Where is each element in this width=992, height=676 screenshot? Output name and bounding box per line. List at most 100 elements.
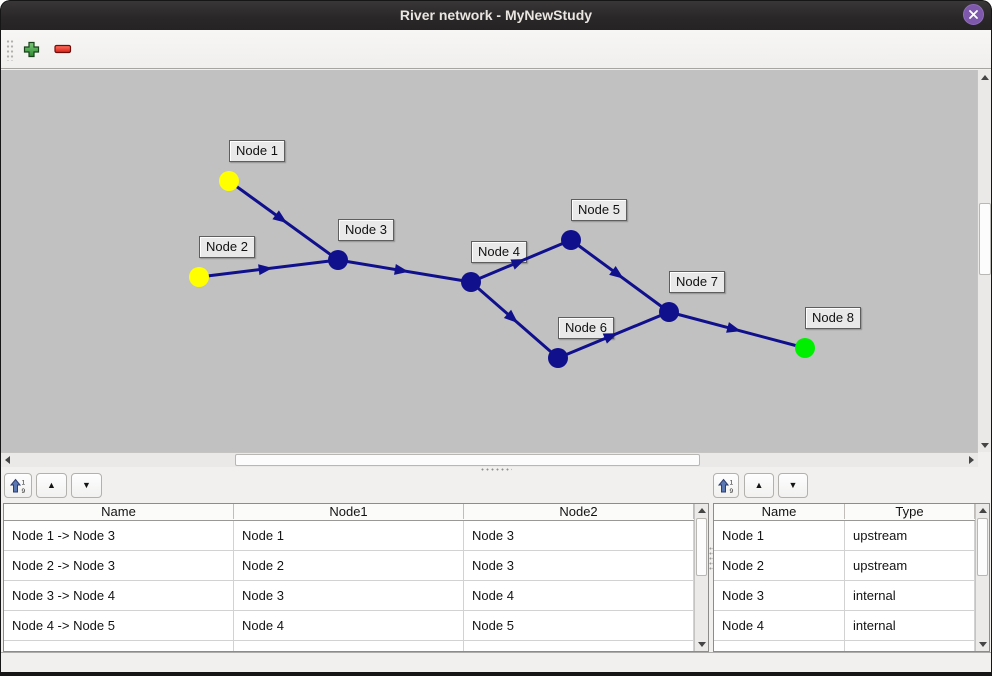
- scrollbar-corner: [978, 452, 992, 467]
- node-node-8[interactable]: [795, 338, 815, 358]
- canvas-table-splitter[interactable]: [0, 467, 992, 472]
- svg-text:9: 9: [22, 488, 26, 495]
- table-toolbar-row: 1 9 ▲ ▼ 1 9 ▲ ▼: [0, 472, 992, 502]
- node-node-1[interactable]: [219, 171, 239, 191]
- scroll-down-button[interactable]: [695, 638, 708, 651]
- vertical-scroll-thumb[interactable]: [979, 203, 991, 275]
- table-cell: Node 4: [234, 611, 464, 641]
- table-cell: [464, 641, 694, 651]
- column-header[interactable]: Node1: [234, 504, 464, 519]
- canvas-horizontal-scrollbar[interactable]: [0, 452, 978, 467]
- move-up-edges-button[interactable]: ▲: [36, 473, 67, 498]
- scroll-up-button[interactable]: [976, 504, 989, 517]
- horizontal-scroll-thumb[interactable]: [235, 454, 700, 466]
- node-label[interactable]: Node 2: [199, 236, 255, 258]
- sort-edges-button[interactable]: 1 9: [4, 473, 32, 498]
- splitter-grip-icon: [480, 468, 512, 471]
- node-label[interactable]: Node 4: [471, 241, 527, 263]
- node-node-6[interactable]: [548, 348, 568, 368]
- column-header[interactable]: Node2: [464, 504, 694, 519]
- scroll-right-button[interactable]: [964, 453, 978, 467]
- table-cell: Node 4: [714, 611, 845, 641]
- bottom-bar: [0, 652, 992, 676]
- window-title: River network - MyNewStudy: [399, 7, 593, 23]
- node-label[interactable]: Node 1: [229, 140, 285, 162]
- close-button[interactable]: [963, 4, 984, 25]
- table-cell: internal: [845, 611, 975, 641]
- triangle-down-icon: ▼: [788, 480, 798, 490]
- table-cell: Node 5: [464, 611, 694, 641]
- table-cell: [845, 641, 975, 651]
- close-icon: [969, 10, 978, 19]
- sort-ascending-icon: 1 9: [717, 478, 734, 495]
- network-canvas[interactable]: Node 1 Node 2 Node 3 Node 4 Node 5 Node 6 Node…: [0, 70, 977, 452]
- toolbar-drag-handle[interactable]: [6, 39, 14, 61]
- edges-table-scrollbar[interactable]: [694, 504, 708, 651]
- node-label[interactable]: Node 7: [669, 271, 725, 293]
- add-node-button[interactable]: [17, 35, 45, 63]
- table-cell: Node 3: [464, 551, 694, 581]
- edge-arrow-icon: [394, 263, 409, 275]
- triangle-down-icon: [980, 442, 989, 448]
- node-node-7[interactable]: [659, 302, 679, 322]
- node-label[interactable]: Node 6: [558, 317, 614, 339]
- table-cell: Node 3: [714, 581, 845, 611]
- scroll-up-button[interactable]: [978, 70, 991, 84]
- node-label[interactable]: Node 8: [805, 307, 861, 329]
- table-cell: upstream: [845, 521, 975, 551]
- node-node-3[interactable]: [328, 250, 348, 270]
- network-svg[interactable]: [0, 70, 977, 452]
- column-header[interactable]: Name: [4, 504, 234, 519]
- move-down-nodes-button[interactable]: ▼: [778, 473, 808, 498]
- table-cell: Node 4 -> Node 5: [4, 611, 234, 641]
- edge-arrow-icon: [609, 265, 624, 279]
- move-down-edges-button[interactable]: ▼: [71, 473, 102, 498]
- vertical-scroll-thumb[interactable]: [696, 518, 707, 576]
- node-label[interactable]: Node 5: [571, 199, 627, 221]
- node-label[interactable]: Node 3: [338, 219, 394, 241]
- node-node-5[interactable]: [561, 230, 581, 250]
- titlebar[interactable]: River network - MyNewStudy: [0, 0, 992, 30]
- canvas-vertical-scrollbar[interactable]: [977, 70, 991, 452]
- table-cell: Node 1: [714, 521, 845, 551]
- column-header[interactable]: Name: [714, 504, 845, 519]
- scroll-up-button[interactable]: [695, 504, 708, 517]
- triangle-up-icon: [978, 508, 987, 513]
- table-cell: Node 2: [714, 551, 845, 581]
- remove-node-button[interactable]: [49, 35, 77, 63]
- triangle-up-icon: [980, 74, 989, 80]
- triangle-up-icon: [697, 508, 706, 513]
- triangle-right-icon: [968, 456, 974, 464]
- node-node-2[interactable]: [189, 267, 209, 287]
- triangle-up-icon: ▲: [47, 480, 56, 490]
- scroll-down-button[interactable]: [976, 638, 989, 651]
- tables-splitter[interactable]: [709, 546, 714, 572]
- table-cell: [234, 641, 464, 651]
- partial-row: [714, 641, 989, 651]
- sort-nodes-button[interactable]: 1 9: [713, 473, 739, 498]
- move-up-nodes-button[interactable]: ▲: [744, 473, 774, 498]
- scroll-left-button[interactable]: [0, 453, 14, 467]
- triangle-up-icon: ▲: [754, 480, 764, 490]
- scroll-down-button[interactable]: [978, 438, 991, 452]
- vertical-scroll-thumb[interactable]: [977, 518, 988, 576]
- column-header[interactable]: Type: [845, 504, 975, 519]
- svg-text:9: 9: [730, 488, 734, 495]
- nodes-table-scrollbar[interactable]: [975, 504, 989, 651]
- table-cell: Node 4: [464, 581, 694, 611]
- node-node-4[interactable]: [461, 272, 481, 292]
- svg-text:1: 1: [730, 479, 734, 486]
